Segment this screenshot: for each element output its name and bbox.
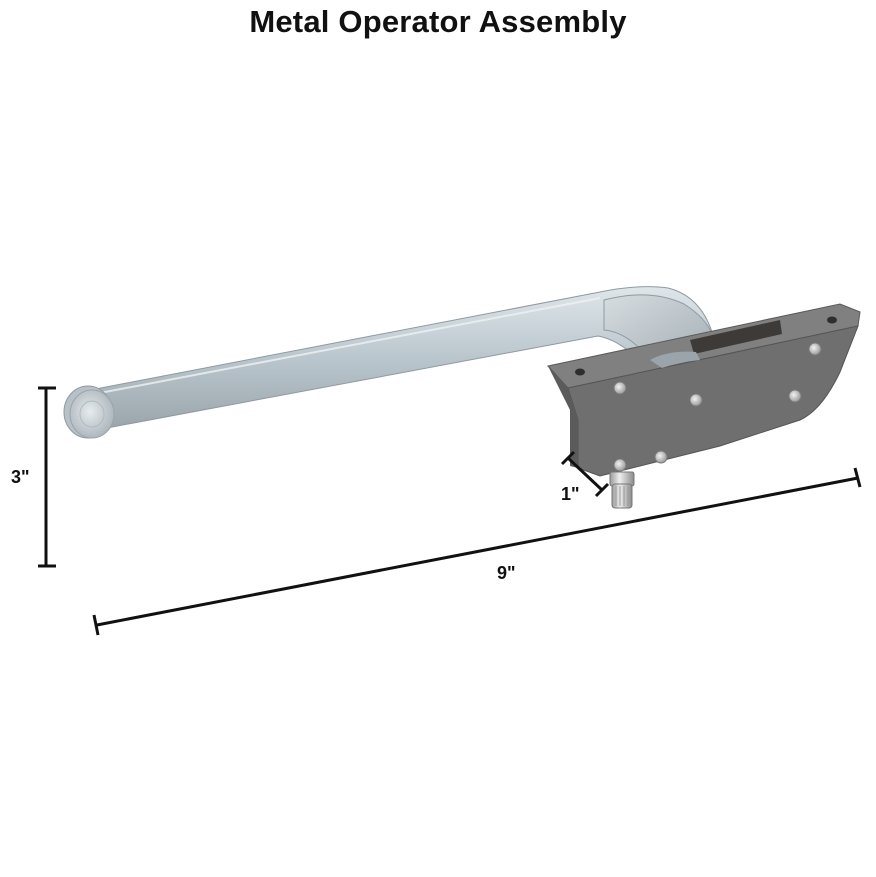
housing-screws — [613, 342, 822, 472]
roller-disc — [63, 385, 115, 439]
diagram-title: Metal Operator Assembly — [249, 4, 627, 39]
length-dimension-line — [92, 467, 862, 636]
spline-dimension-line — [560, 450, 610, 498]
spline-shaft — [609, 471, 635, 509]
height-dimension-line — [38, 386, 56, 568]
length-dimension-label: 9" — [497, 563, 516, 583]
gear-housing — [547, 303, 861, 477]
height-dimension-label: 3" — [11, 467, 30, 487]
spline-dimension-label: 1" — [561, 484, 580, 504]
